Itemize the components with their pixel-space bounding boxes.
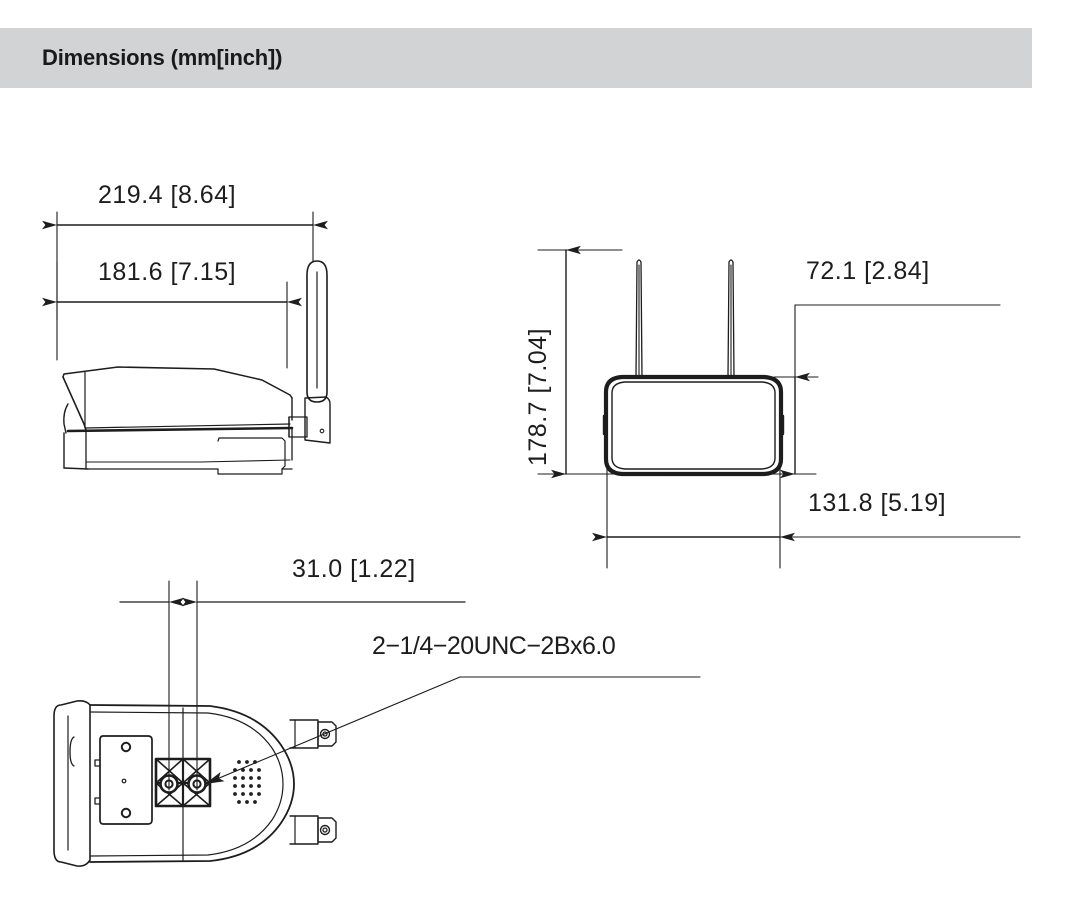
- connector-bottom-hexnut: [317, 817, 337, 843]
- side-view-bottom-boss: [217, 468, 283, 475]
- connector-top-hexnut: [317, 721, 337, 747]
- dim-label-219-4: 219.4 [8.64]: [98, 181, 237, 209]
- side-view-lens-bottom: [63, 467, 89, 470]
- bottom-view-antenna-connector-top: [289, 719, 337, 749]
- callout-thread-spec: [204, 676, 701, 785]
- bottom-view-rear-cap: [53, 700, 91, 867]
- bottom-view-antenna-connector-bottom: [289, 815, 337, 845]
- callout-label-thread-spec: 2−1/4−20UNC−2Bx6.0: [372, 632, 616, 660]
- connector-bottom-pin: [322, 827, 328, 833]
- bottom-view-plate-tab-bottom: [94, 797, 100, 805]
- dim-label-31-0: 31.0 [1.22]: [292, 555, 416, 583]
- side-view-sunshield-top: [62, 366, 293, 399]
- dim-31-0: [119, 580, 466, 791]
- side-view-junction-box: [217, 437, 286, 470]
- bottom-view-plate-tab-top: [94, 759, 100, 767]
- bottom-view-mount-plate: [99, 735, 153, 825]
- bottom-view-body-outline: [89, 704, 295, 863]
- front-view-antenna-left: [635, 259, 643, 378]
- connector-bottom-barrel: [289, 815, 319, 845]
- bottom-view-rear-slot: [69, 736, 75, 767]
- bottom-view-plate-pinhole: [121, 778, 127, 784]
- section-header: Dimensions (mm[inch]): [0, 28, 1032, 88]
- bottom-view-speaker-grille: [233, 760, 261, 804]
- front-view-body-inner: [611, 381, 776, 470]
- side-view-antenna-base: [304, 396, 331, 444]
- dim-72-1: [773, 304, 1001, 479]
- connector-bottom-hexring: [319, 824, 331, 836]
- dim-131-8: [592, 467, 1021, 569]
- bottom-view-body-inner: [90, 711, 284, 857]
- bottom-view-plate-screw-top: [120, 741, 132, 753]
- callout-thread-leader: [204, 676, 461, 785]
- dim-178-7: [537, 245, 817, 479]
- dim-label-181-6: 181.6 [7.15]: [98, 258, 237, 286]
- dim-label-178-7: 178.7 [7.04]: [524, 327, 552, 466]
- front-view: [602, 259, 785, 477]
- side-view: [62, 260, 331, 475]
- dim-181-6: [42, 261, 302, 369]
- connector-top-barrel: [289, 719, 319, 749]
- connector-top-hexring: [319, 728, 331, 740]
- side-view-antenna-base-screw: [319, 428, 325, 434]
- page-title: Dimensions (mm[inch]): [42, 45, 283, 70]
- bottom-view-plate-screw-bottom: [120, 807, 132, 819]
- side-view-body-split: [66, 426, 294, 433]
- front-view-body-outer: [603, 374, 784, 477]
- front-view-antenna-right: [727, 259, 735, 378]
- side-view-hinge-block: [288, 416, 308, 438]
- side-view-lower-body-line: [85, 459, 291, 463]
- side-view-shield-bevel: [62, 376, 87, 431]
- dim-label-131-8: 131.8 [5.19]: [808, 489, 947, 517]
- side-view-shield-lower: [84, 423, 291, 429]
- dim-label-72-1: 72.1 [2.84]: [806, 257, 930, 285]
- bottom-view: [53, 700, 337, 867]
- side-view-lens-nose: [63, 403, 69, 434]
